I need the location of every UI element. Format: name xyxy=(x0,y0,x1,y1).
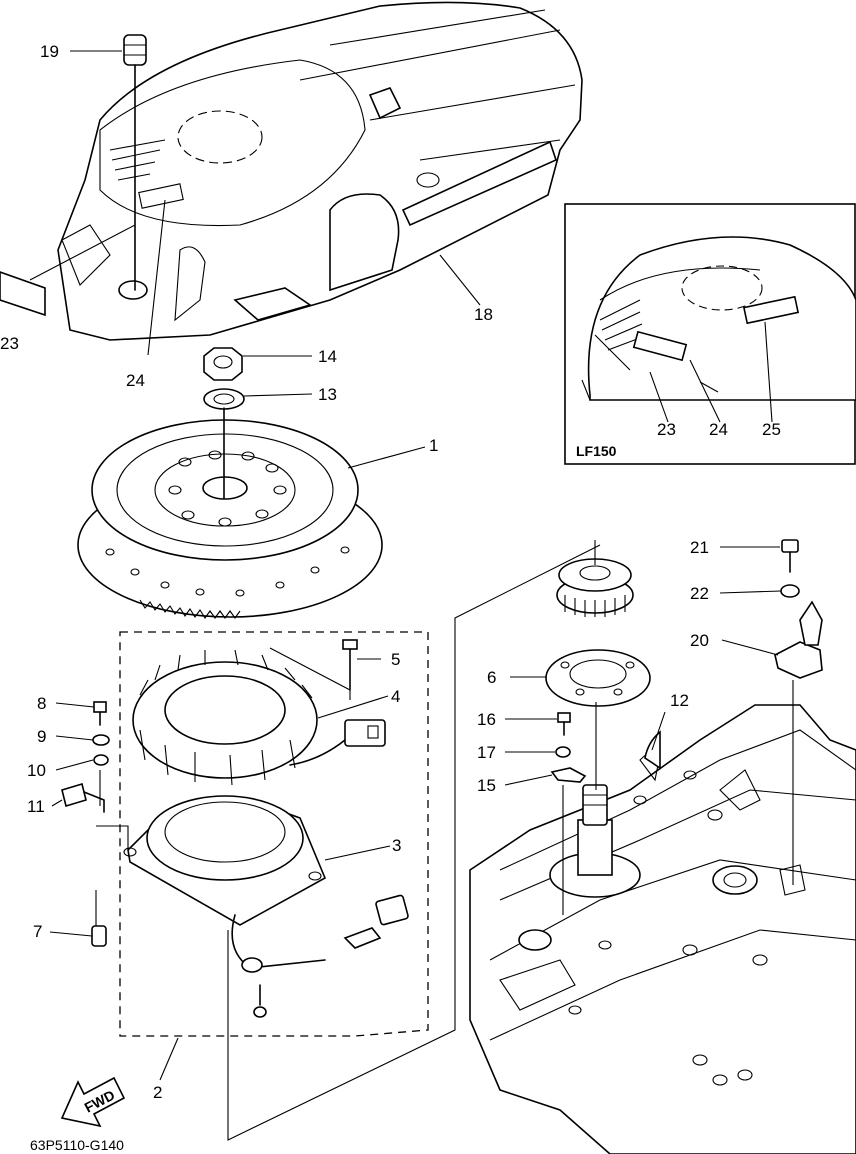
install-guide xyxy=(227,544,601,1141)
inset-label-24: 24 xyxy=(709,420,728,439)
label-20: 20 xyxy=(690,631,709,650)
label-18: 18 xyxy=(474,305,493,324)
label-4: 4 xyxy=(391,687,400,706)
washer-17 xyxy=(555,746,571,758)
sensor-plate-6 xyxy=(545,649,651,790)
label-12: 12 xyxy=(670,691,689,710)
collar-7 xyxy=(91,925,107,947)
screw-16 xyxy=(557,712,571,736)
base-screw xyxy=(253,984,267,1018)
bolt-21 xyxy=(781,539,799,573)
engine-block xyxy=(469,704,856,1154)
flywheel-cover xyxy=(29,1,583,341)
bolt-5 xyxy=(342,639,358,691)
inset-title: LF150 xyxy=(576,443,617,459)
sticker-23 xyxy=(0,271,46,317)
flywheel-nut-14 xyxy=(203,347,243,381)
drawing-code: 63P5110-G140 xyxy=(30,1137,124,1153)
label-19: 19 xyxy=(40,42,59,61)
washer-9 xyxy=(92,734,110,746)
washer-10 xyxy=(93,754,109,766)
label-13: 13 xyxy=(318,385,337,404)
label-21: 21 xyxy=(690,538,709,557)
assembly-box-2 xyxy=(119,631,429,1037)
timing-pulley xyxy=(556,540,634,617)
label-7: 7 xyxy=(33,922,42,941)
crankshaft-end xyxy=(549,784,641,898)
grommet-19 xyxy=(123,34,147,291)
bolt-5-guide xyxy=(269,647,351,700)
clamp-11 xyxy=(61,782,105,813)
inset-label-25: 25 xyxy=(762,420,781,439)
leader-lines xyxy=(49,50,782,1081)
label-3: 3 xyxy=(392,836,401,855)
label-23: 23 xyxy=(0,334,19,353)
label-5: 5 xyxy=(391,650,400,669)
label-1: 1 xyxy=(429,436,438,455)
label-22: 22 xyxy=(690,584,709,603)
label-17: 17 xyxy=(477,743,496,762)
pulser-plate-15 xyxy=(550,767,587,783)
label-24: 24 xyxy=(126,371,145,390)
label-8: 8 xyxy=(37,694,46,713)
label-15: 15 xyxy=(477,776,496,795)
stator-base-3 xyxy=(123,795,409,973)
inset-lf150 xyxy=(564,203,856,465)
washer-13 xyxy=(203,388,245,410)
label-16: 16 xyxy=(477,710,496,729)
flywheel-1 xyxy=(77,407,383,619)
label-6: 6 xyxy=(487,668,496,687)
inset-label-23: 23 xyxy=(657,420,676,439)
guide-a xyxy=(96,825,129,850)
washer-22 xyxy=(780,584,800,598)
label-11: 11 xyxy=(27,797,45,816)
stator-4 xyxy=(132,649,386,786)
label-9: 9 xyxy=(37,727,46,746)
fwd-arrow-icon: FWD xyxy=(60,1076,126,1128)
label-2: 2 xyxy=(153,1083,162,1102)
bracket-20 xyxy=(774,600,823,679)
label-10: 10 xyxy=(27,761,46,780)
bolt-8 xyxy=(93,701,107,726)
label-14: 14 xyxy=(318,347,337,366)
